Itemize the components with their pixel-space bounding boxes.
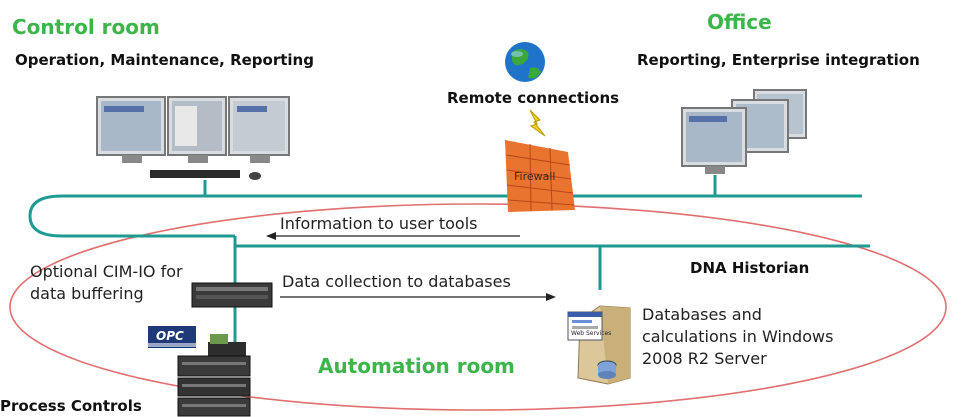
firewall-label: Firewall <box>514 170 556 183</box>
automation-room-boundary <box>9 203 947 411</box>
office-subtitle: Reporting, Enterprise integration <box>637 51 920 69</box>
upper-network-bus <box>28 194 862 238</box>
opc-logo-text: OPC <box>156 329 184 343</box>
historian-server-icon <box>567 305 631 385</box>
cim-io-label: Optional CIM-IO for data buffering <box>30 261 183 305</box>
flow-to-databases-label: Data collection to databases <box>282 272 511 291</box>
process-controls-stack-icon <box>177 334 251 417</box>
historian-server-caption: Web Services <box>571 330 612 337</box>
flow-to-user-tools-label: Information to user tools <box>280 214 478 233</box>
office-title: Office <box>707 10 772 34</box>
arrow-to-user-tools <box>266 232 520 240</box>
lightning-bolt-icon <box>529 109 546 137</box>
control-room-title: Control room <box>12 15 160 39</box>
remote-connections-label: Remote connections <box>447 89 620 107</box>
control-room-workstations-icon <box>96 96 290 180</box>
globe-icon <box>505 42 545 82</box>
cim-io-label-line: Optional CIM-IO for <box>30 262 183 281</box>
cim-io-label-line: data buffering <box>30 284 144 303</box>
arrow-to-databases <box>280 293 556 301</box>
control-room-subtitle: Operation, Maintenance, Reporting <box>15 51 314 69</box>
historian-description-line: 2008 R2 Server <box>642 349 767 368</box>
opc-logo-icon <box>148 326 196 348</box>
process-controls-label: Process Controls <box>0 397 142 415</box>
automation-room-title: Automation room <box>318 354 515 378</box>
cim-io-server-icon <box>191 282 273 308</box>
historian-description: Databases and calculations in Windows 20… <box>642 304 833 370</box>
historian-description-line: calculations in Windows <box>642 327 834 346</box>
firewall-icon <box>505 140 575 212</box>
historian-title: DNA Historian <box>690 259 810 277</box>
historian-description-line: Databases and <box>642 305 762 324</box>
office-workstations-icon <box>681 89 807 174</box>
